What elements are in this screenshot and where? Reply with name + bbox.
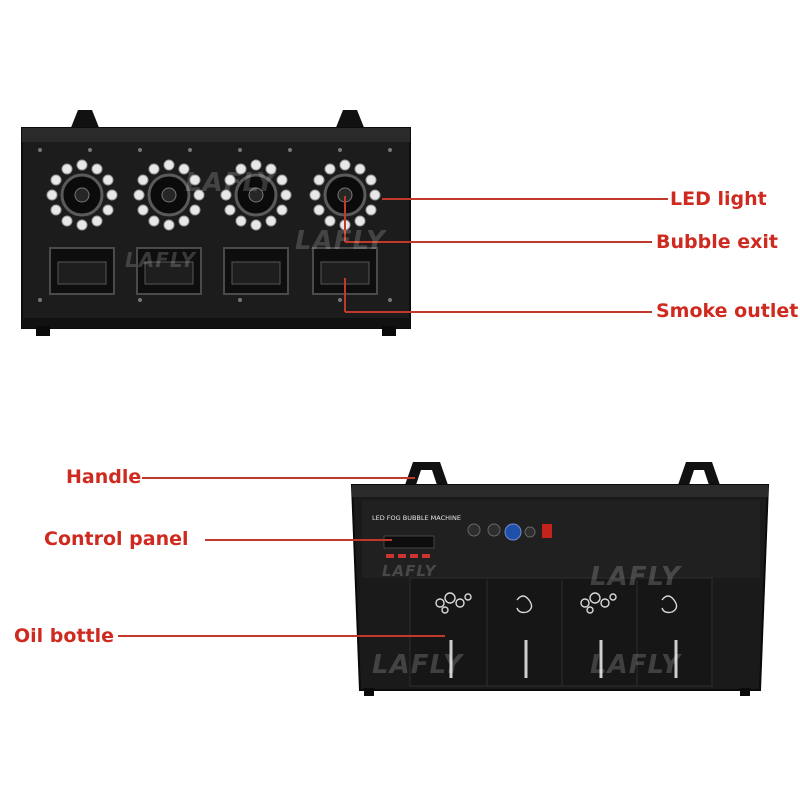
panel-title: LED FOG BUBBLE MACHINE (372, 514, 461, 522)
led-bulb (50, 204, 62, 216)
watermark: LAFLY (185, 168, 276, 198)
led-bulb (137, 204, 149, 216)
led-bulb (91, 215, 103, 227)
label-oil-bottle: Oil bottle (14, 625, 115, 647)
led-bulb (163, 219, 175, 231)
led-bulb (178, 215, 190, 227)
led-bulb (250, 219, 262, 231)
led-bulb (324, 163, 336, 175)
watermark: LAFLY (382, 562, 437, 580)
bubble-wand-hub (248, 187, 264, 203)
led-bulb (91, 163, 103, 175)
label-led-light: LED light (670, 188, 767, 210)
led-bulb (313, 204, 325, 216)
led-bulb (50, 174, 62, 186)
led-bulb (354, 163, 366, 175)
led-bulb (220, 189, 232, 201)
led-bulb (148, 163, 160, 175)
smoke-nozzle (57, 261, 107, 285)
led-bulb (102, 174, 114, 186)
led-bulb (235, 215, 247, 227)
bubble-wand-hub (74, 187, 90, 203)
led-bulb (189, 204, 201, 216)
led-bulb (250, 159, 262, 171)
led-bulb (224, 204, 236, 216)
led-bulb (106, 189, 118, 201)
callout-lines (118, 196, 668, 637)
led-bulb (193, 189, 205, 201)
led-bulb (189, 174, 201, 186)
led-bulb (354, 215, 366, 227)
watermark: LAFLY (295, 226, 386, 256)
led-bulb (163, 159, 175, 171)
label-bubble-exit: Bubble exit (656, 231, 778, 253)
led-bulb (309, 189, 321, 201)
led-bulb (178, 163, 190, 175)
led-bulb (137, 174, 149, 186)
label-smoke-outlet: Smoke outlet (656, 300, 799, 322)
led-bulb (365, 204, 377, 216)
led-bulb (46, 189, 58, 201)
led-bulb (339, 159, 351, 171)
watermark: LAFLY (590, 650, 681, 680)
led-bulb (235, 163, 247, 175)
smoke-nozzle (144, 261, 194, 285)
led-bulb (265, 215, 277, 227)
led-bulb (76, 159, 88, 171)
back-view-machine (350, 462, 770, 696)
smoke-nozzle (231, 261, 281, 285)
watermark: LAFLY (125, 248, 196, 272)
led-bulb (61, 163, 73, 175)
label-control-panel: Control panel (44, 528, 189, 550)
led-bulb (133, 189, 145, 201)
led-bulb (276, 174, 288, 186)
led-bulb (61, 215, 73, 227)
watermark: LAFLY (372, 650, 463, 680)
led-bulb (365, 174, 377, 186)
led-bulb (324, 215, 336, 227)
led-bulb (369, 189, 381, 201)
bubble-wand-hub (161, 187, 177, 203)
led-bulb (224, 174, 236, 186)
led-bulb (280, 189, 292, 201)
label-handle: Handle (66, 466, 142, 488)
led-bulb (76, 219, 88, 231)
led-bulb (276, 204, 288, 216)
led-bulb (148, 215, 160, 227)
watermark: LAFLY (590, 562, 681, 592)
led-bulb (313, 174, 325, 186)
led-bulb (265, 163, 277, 175)
led-bulb (102, 204, 114, 216)
